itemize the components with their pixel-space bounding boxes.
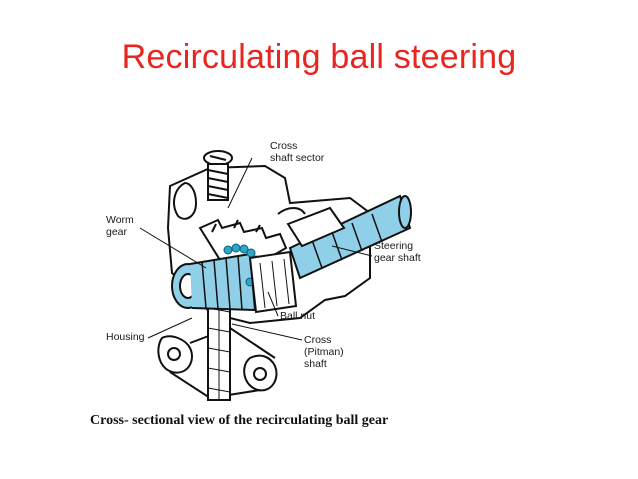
pitman-shaft-part xyxy=(207,287,231,401)
gear-illustration xyxy=(139,150,412,401)
label-worm-gear: Worm gear xyxy=(106,214,134,238)
figure-caption: Cross- sectional view of the recirculati… xyxy=(90,413,389,428)
label-ball-nut: Ball nut xyxy=(280,310,316,322)
ball-nut-part xyxy=(248,250,298,314)
label-steering-gear-shaft: Steering gear shaft xyxy=(374,240,421,264)
label-cross-shaft-sector: Cross shaft sector xyxy=(270,140,325,164)
label-cross-pitman-shaft: Cross (Pitman) shaft xyxy=(304,334,344,370)
slide-title: Recirculating ball steering xyxy=(121,38,517,76)
recirculating-ball-gear-diagram: Cross shaft sector Worm gear Steering ge… xyxy=(100,128,520,418)
leader-lines xyxy=(139,157,373,341)
steering-gear-shaft-part xyxy=(277,194,412,280)
worm-gear-part xyxy=(171,252,257,312)
label-housing: Housing xyxy=(106,331,145,343)
adjuster-bolt xyxy=(203,150,233,201)
